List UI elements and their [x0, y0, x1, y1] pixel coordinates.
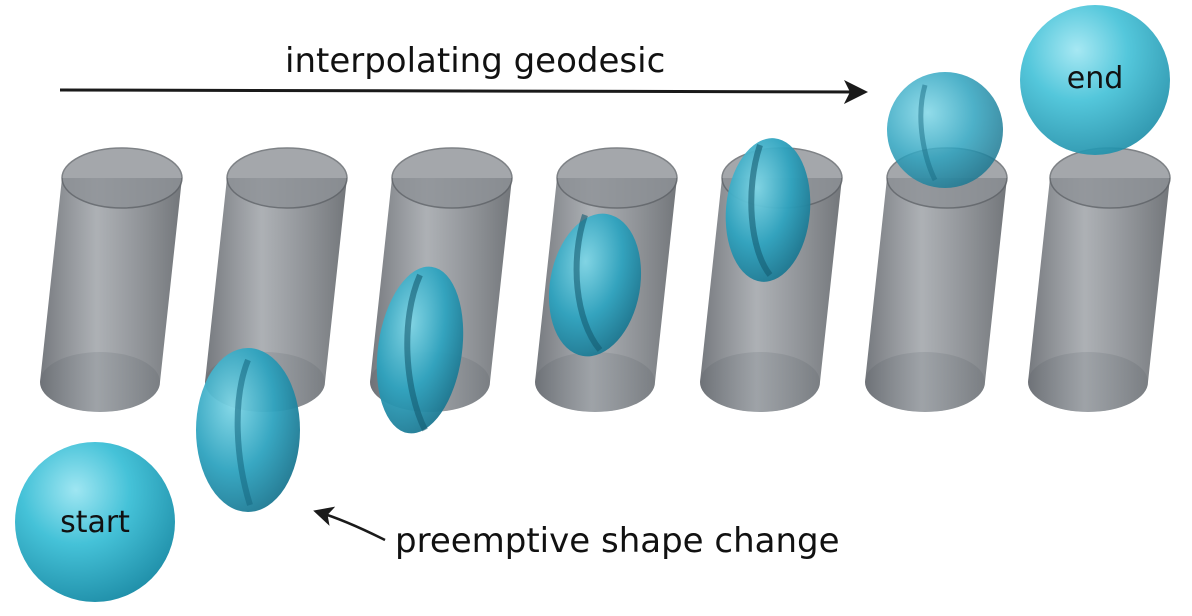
geodesic-label: interpolating geodesic — [285, 41, 665, 81]
shape-step-5 — [887, 72, 1003, 188]
end-sphere — [1020, 5, 1170, 155]
start-label: start — [60, 505, 130, 540]
shape-step-4 — [725, 138, 811, 282]
cylinder-6 — [865, 147, 1008, 412]
cylinder-7 — [1028, 147, 1171, 412]
end-label: end — [1067, 61, 1124, 96]
shape-step-1 — [196, 348, 300, 512]
cylinder-1 — [40, 147, 183, 412]
geodesic-arrow — [59, 79, 868, 104]
shape-change-arrow — [313, 506, 386, 542]
shape-step-2 — [376, 266, 464, 434]
start-sphere — [15, 442, 175, 602]
shape-step-3 — [548, 213, 642, 357]
shape-change-label: preemptive shape change — [395, 521, 840, 561]
